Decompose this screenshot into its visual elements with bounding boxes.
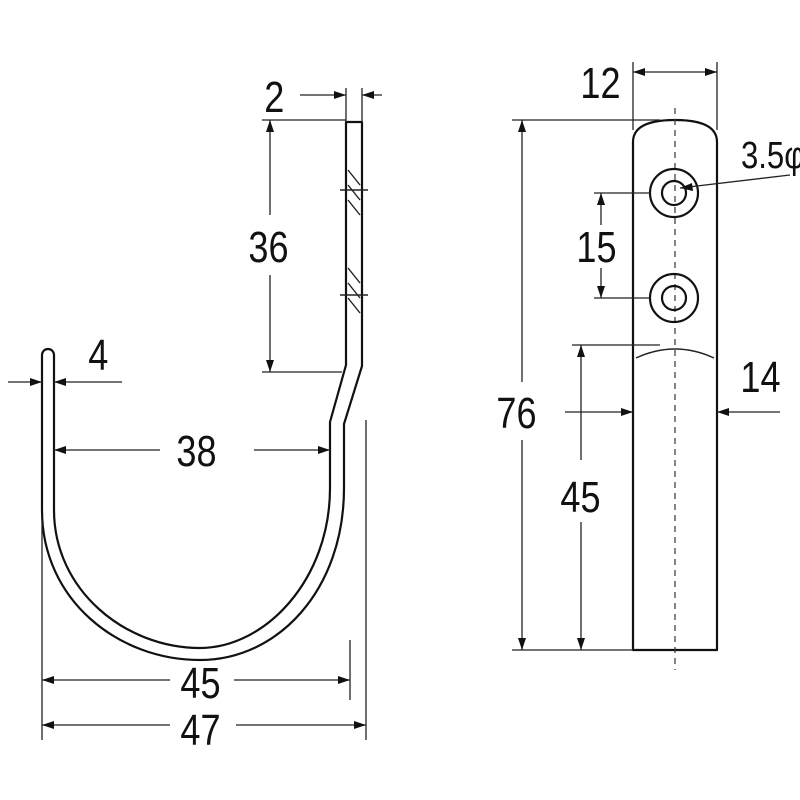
dim-inner-width: 38: [54, 427, 330, 476]
dim-total-height: 76: [496, 119, 660, 651]
bend-marks: [340, 169, 368, 314]
bend-line: [635, 348, 715, 359]
dim-hole-pitch-label: 15: [576, 223, 616, 272]
dim-hole-pitch: 15: [576, 192, 650, 299]
front-view: 12 3.5φ 15 76: [496, 59, 800, 670]
mounting-hole-upper: [648, 167, 700, 219]
dim-lower-height-label: 45: [560, 473, 600, 522]
dim-plate-width-label: 12: [580, 59, 620, 108]
dim-inner-width-label: 38: [176, 427, 216, 476]
dim-upper-leg-height-label: 36: [248, 223, 288, 272]
mounting-hole-lower: [648, 272, 700, 324]
dim-hole-diameter-label: 3.5φ: [741, 135, 800, 177]
dim-plate-width: 12: [580, 59, 718, 130]
side-view: 2 36 4 38: [8, 73, 382, 755]
dim-tip-width: 4: [8, 331, 122, 386]
dim-tip-width-label: 4: [88, 331, 108, 380]
dim-width-overall-label: 47: [180, 706, 220, 755]
dim-lower-width: 14: [565, 353, 781, 416]
dim-thickness-label: 2: [264, 73, 284, 122]
dim-lower-width-label: 14: [740, 353, 780, 402]
hook-outline: [40, 120, 364, 662]
dim-width-inner: 45: [42, 659, 350, 708]
dim-width-inner-label: 45: [180, 659, 220, 708]
dim-thickness: 2: [264, 73, 382, 122]
dim-total-height-label: 76: [496, 389, 536, 438]
dim-hole-diameter: 3.5φ: [679, 135, 800, 191]
dim-upper-leg-height: 36: [248, 119, 346, 373]
dim-lower-height: 45: [560, 344, 660, 650]
dim-width-overall: 47: [42, 706, 366, 755]
